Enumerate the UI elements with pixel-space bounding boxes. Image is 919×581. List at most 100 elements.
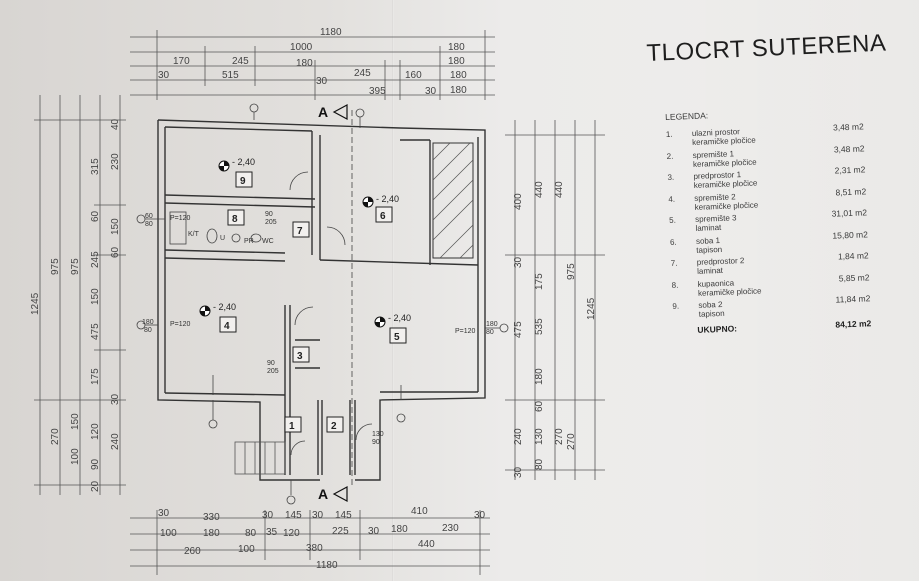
room-5-box <box>389 327 407 344</box>
dim-top-180a: 180 <box>448 42 465 53</box>
dim-left-315: 315 <box>90 158 101 175</box>
dim-left-overall: 1245 <box>30 292 41 315</box>
room-9-box <box>235 171 253 188</box>
w1-width: 60 <box>145 213 153 220</box>
legend-item-area: 2,31 m2 <box>834 164 866 176</box>
dim-top-180d: 180 <box>450 70 467 81</box>
legend-item-number: 5. <box>668 215 677 225</box>
d3-width: 130 <box>372 431 384 438</box>
dim-top-180c: 180 <box>448 56 465 67</box>
room-8-box <box>227 209 245 226</box>
room-1-box <box>284 416 302 433</box>
dim-right-80: 80 <box>534 458 545 470</box>
dim-top-170: 170 <box>173 56 190 67</box>
level-marker-6: - 2,40 <box>362 194 399 208</box>
dim-right-240: 240 <box>513 428 524 445</box>
dim-left-120: 120 <box>90 423 101 440</box>
legend-item-area: 5,85 m2 <box>838 271 870 283</box>
dim-left-60b: 60 <box>110 246 121 258</box>
dim-bot-30d: 30 <box>474 510 486 521</box>
left-dimension-lines <box>34 95 126 495</box>
paper-edge <box>680 0 919 581</box>
legend-item-number: 2. <box>666 151 674 161</box>
dim-left-270: 270 <box>50 428 61 445</box>
dim-top-1000: 1000 <box>290 42 313 53</box>
section-label-top: A <box>318 104 328 120</box>
dim-bot-100: 100 <box>160 528 177 539</box>
w1-height: 80 <box>145 221 153 228</box>
dim-bot-80: 80 <box>245 528 257 539</box>
dim-left-240: 240 <box>110 433 121 450</box>
bathroom-fixtures <box>169 211 262 245</box>
level-value-5: - 2,40 <box>388 313 411 323</box>
room-2-box <box>326 416 344 433</box>
dim-top-30a: 30 <box>158 70 170 81</box>
section-arrow-bottom <box>332 485 348 503</box>
dim-top-180e: 180 <box>450 85 467 96</box>
w3-width: 180 <box>486 321 498 328</box>
legend-item-number: 6. <box>669 237 677 247</box>
right-dimension-lines <box>505 120 605 480</box>
d1-height: 205 <box>267 368 279 375</box>
dim-bot-330: 330 <box>203 512 220 523</box>
room-3-number: 3 <box>297 351 303 362</box>
level-value-4: - 2,40 <box>213 302 236 312</box>
dim-right-overall: 1245 <box>586 297 597 320</box>
dim-bot-30c: 30 <box>312 510 324 521</box>
door-swings <box>289 171 373 456</box>
paper-fold <box>392 0 394 581</box>
dim-bot-180a: 180 <box>203 528 220 539</box>
dim-left-245: 245 <box>90 251 101 268</box>
legend-item-number: 3. <box>667 172 675 182</box>
room-9-number: 9 <box>240 176 246 187</box>
p-label-3: P=120 <box>455 328 476 335</box>
level-markers: - 2,40 - 2,40 - 2,40 - 2,40 <box>199 157 411 328</box>
dim-left-230: 230 <box>110 153 121 170</box>
d1-width: 90 <box>267 360 275 367</box>
legend-item-area: 11,84 m2 <box>835 293 871 305</box>
level-marker-5: - 2,40 <box>374 313 411 328</box>
level-marker-4: - 2,40 <box>199 302 236 317</box>
dim-bot-410: 410 <box>411 506 428 517</box>
dim-right-975: 975 <box>566 263 577 280</box>
section-label-bottom: A <box>318 486 328 502</box>
dim-left-60: 60 <box>90 210 101 222</box>
legend-item-number: 4. <box>668 194 676 204</box>
dim-right-440b: 440 <box>554 181 565 198</box>
dim-top-245a: 245 <box>232 56 249 67</box>
level-marker-9: - 2,40 <box>218 157 255 172</box>
dim-bot-100b: 100 <box>238 544 255 555</box>
dim-right-180: 180 <box>534 368 545 385</box>
dim-right-535: 535 <box>534 318 545 335</box>
room-6-number: 6 <box>380 211 386 222</box>
d3-height: 90 <box>372 439 380 446</box>
legend-item-area: 8,51 m2 <box>835 185 867 198</box>
dim-left-975a: 975 <box>50 258 61 275</box>
room-7-box <box>292 221 310 238</box>
dim-top-515: 515 <box>222 70 239 81</box>
legend-item-number: 1. <box>665 129 673 139</box>
d2-width: 90 <box>265 211 273 218</box>
dim-bot-120: 120 <box>283 528 300 539</box>
entry-stairs <box>234 441 286 475</box>
d2-height: 205 <box>265 219 277 226</box>
dim-bot-380: 380 <box>306 543 323 554</box>
p-label-1: P=120 <box>170 215 191 222</box>
dim-bot-35: 35 <box>266 527 278 538</box>
legend-total-value: 84,12 m2 <box>835 317 872 330</box>
room-2-number: 2 <box>331 421 337 432</box>
dim-right-60: 60 <box>534 400 545 412</box>
stair-block <box>432 142 474 259</box>
legend-item-number: 8. <box>671 280 679 290</box>
legend-item-area: 3,48 m2 <box>833 142 865 155</box>
dim-top-180b: 180 <box>296 58 313 69</box>
dim-bot-overall: 1180 <box>316 560 338 571</box>
dim-left-40: 40 <box>110 118 121 130</box>
dim-left-175: 175 <box>90 368 101 385</box>
